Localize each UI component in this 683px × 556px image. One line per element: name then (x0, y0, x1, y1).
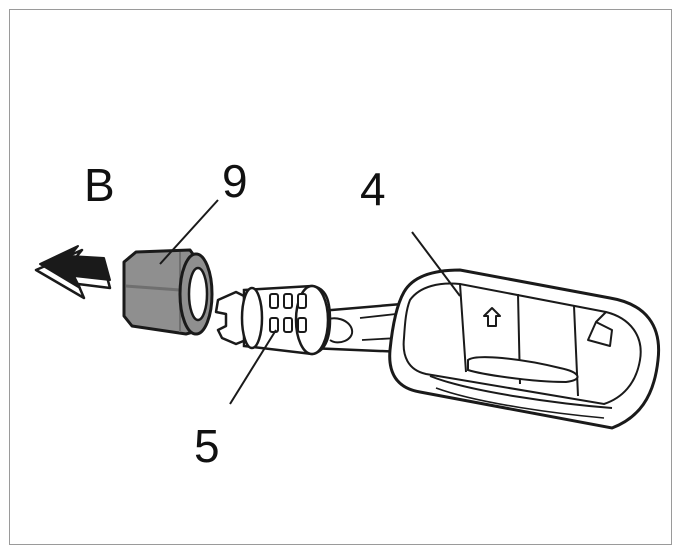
key-fob (388, 268, 661, 430)
part-number-9-label: 9 (222, 155, 248, 207)
figure-frame (9, 9, 672, 545)
cylinder-cap (122, 248, 214, 336)
leader-cap (159, 199, 219, 265)
direction-label-b: B (84, 159, 115, 211)
lock-icon (483, 307, 501, 327)
arrow-left-icon (34, 245, 112, 300)
part-number-5-label: 5 (194, 420, 220, 472)
leader-lock-cylinder (229, 329, 277, 405)
leader-key-fob (411, 231, 461, 297)
leader-lines (159, 199, 461, 405)
lock-cylinder (214, 284, 332, 356)
trunk-icon (587, 311, 613, 347)
part-number-4-label: 4 (360, 163, 386, 215)
